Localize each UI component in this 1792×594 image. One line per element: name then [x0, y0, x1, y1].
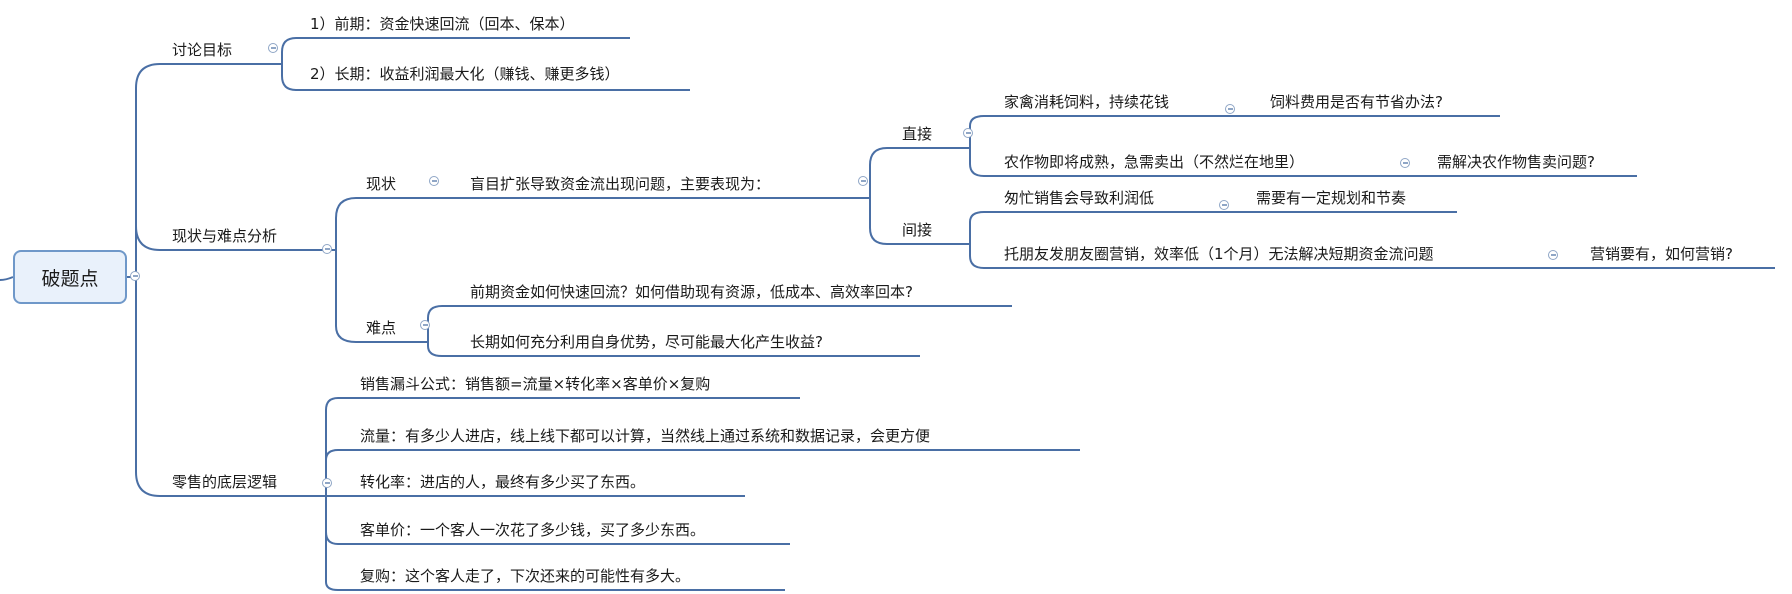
- collapse-toggle-icon[interactable]: [1400, 158, 1410, 168]
- collapse-toggle-icon[interactable]: [1225, 104, 1235, 114]
- root-node[interactable]: 破题点: [13, 250, 127, 304]
- branch-analysis[interactable]: 现状与难点分析: [172, 227, 278, 245]
- indirect-node[interactable]: 间接: [902, 221, 933, 239]
- goal-item-2[interactable]: 2）长期：收益利润最大化（赚钱、赚更多钱）: [310, 65, 620, 83]
- retail-item-5[interactable]: 复购：这个客人走了，下次还来的可能性有多大。: [360, 567, 691, 585]
- indirect-item-1-sub[interactable]: 需要有一定规划和节奏: [1256, 189, 1407, 207]
- status-summary[interactable]: 盲目扩张导致资金流出现问题，主要表现为：: [470, 175, 771, 193]
- goal-item-1[interactable]: 1）前期：资金快速回流（回本、保本）: [310, 15, 575, 33]
- retail-item-4[interactable]: 客单价：一个客人一次花了多少钱，买了多少东西。: [360, 521, 706, 539]
- retail-item-3[interactable]: 转化率：进店的人，最终有多少买了东西。: [360, 473, 646, 491]
- collapse-toggle-icon[interactable]: [963, 128, 973, 138]
- direct-item-2-sub[interactable]: 需解决农作物售卖问题?: [1437, 153, 1595, 171]
- collapse-toggle-icon[interactable]: [1219, 200, 1229, 210]
- indirect-item-2[interactable]: 托朋友发朋友圈营销，效率低（1个月）无法解决短期资金流问题: [1004, 245, 1434, 263]
- retail-item-2[interactable]: 流量：有多少人进店，线上线下都可以计算，当然线上通过系统和数据记录，会更方便: [360, 427, 931, 445]
- difficulty-item-1[interactable]: 前期资金如何快速回流？如何借助现有资源，低成本、高效率回本?: [470, 283, 913, 301]
- difficulty-node[interactable]: 难点: [366, 319, 397, 337]
- direct-item-1-sub[interactable]: 饲料费用是否有节省办法?: [1270, 93, 1443, 111]
- collapse-toggle-icon[interactable]: [322, 478, 332, 488]
- collapse-toggle-icon[interactable]: [1548, 250, 1558, 260]
- difficulty-item-2[interactable]: 长期如何充分利用自身优势，尽可能最大化产生收益?: [470, 333, 823, 351]
- direct-item-1[interactable]: 家禽消耗饲料，持续花钱: [1004, 93, 1170, 111]
- collapse-toggle-icon[interactable]: [268, 43, 278, 53]
- branch-retail[interactable]: 零售的底层逻辑: [172, 473, 278, 491]
- collapse-toggle-icon[interactable]: [322, 244, 332, 254]
- direct-node[interactable]: 直接: [902, 125, 933, 143]
- indirect-item-2-sub[interactable]: 营销要有，如何营销?: [1590, 245, 1733, 263]
- branch-goal[interactable]: 讨论目标: [172, 41, 233, 59]
- direct-item-2[interactable]: 农作物即将成熟，急需卖出（不然烂在地里）: [1004, 153, 1305, 171]
- collapse-toggle-icon[interactable]: [858, 176, 868, 186]
- collapse-toggle-icon[interactable]: [420, 320, 430, 330]
- retail-item-1[interactable]: 销售漏斗公式：销售额=流量×转化率×客单价×复购: [360, 375, 711, 393]
- collapse-toggle-icon[interactable]: [130, 271, 140, 281]
- status-node[interactable]: 现状: [366, 175, 397, 193]
- collapse-toggle-icon[interactable]: [429, 176, 439, 186]
- indirect-item-1[interactable]: 匆忙销售会导致利润低: [1004, 189, 1155, 207]
